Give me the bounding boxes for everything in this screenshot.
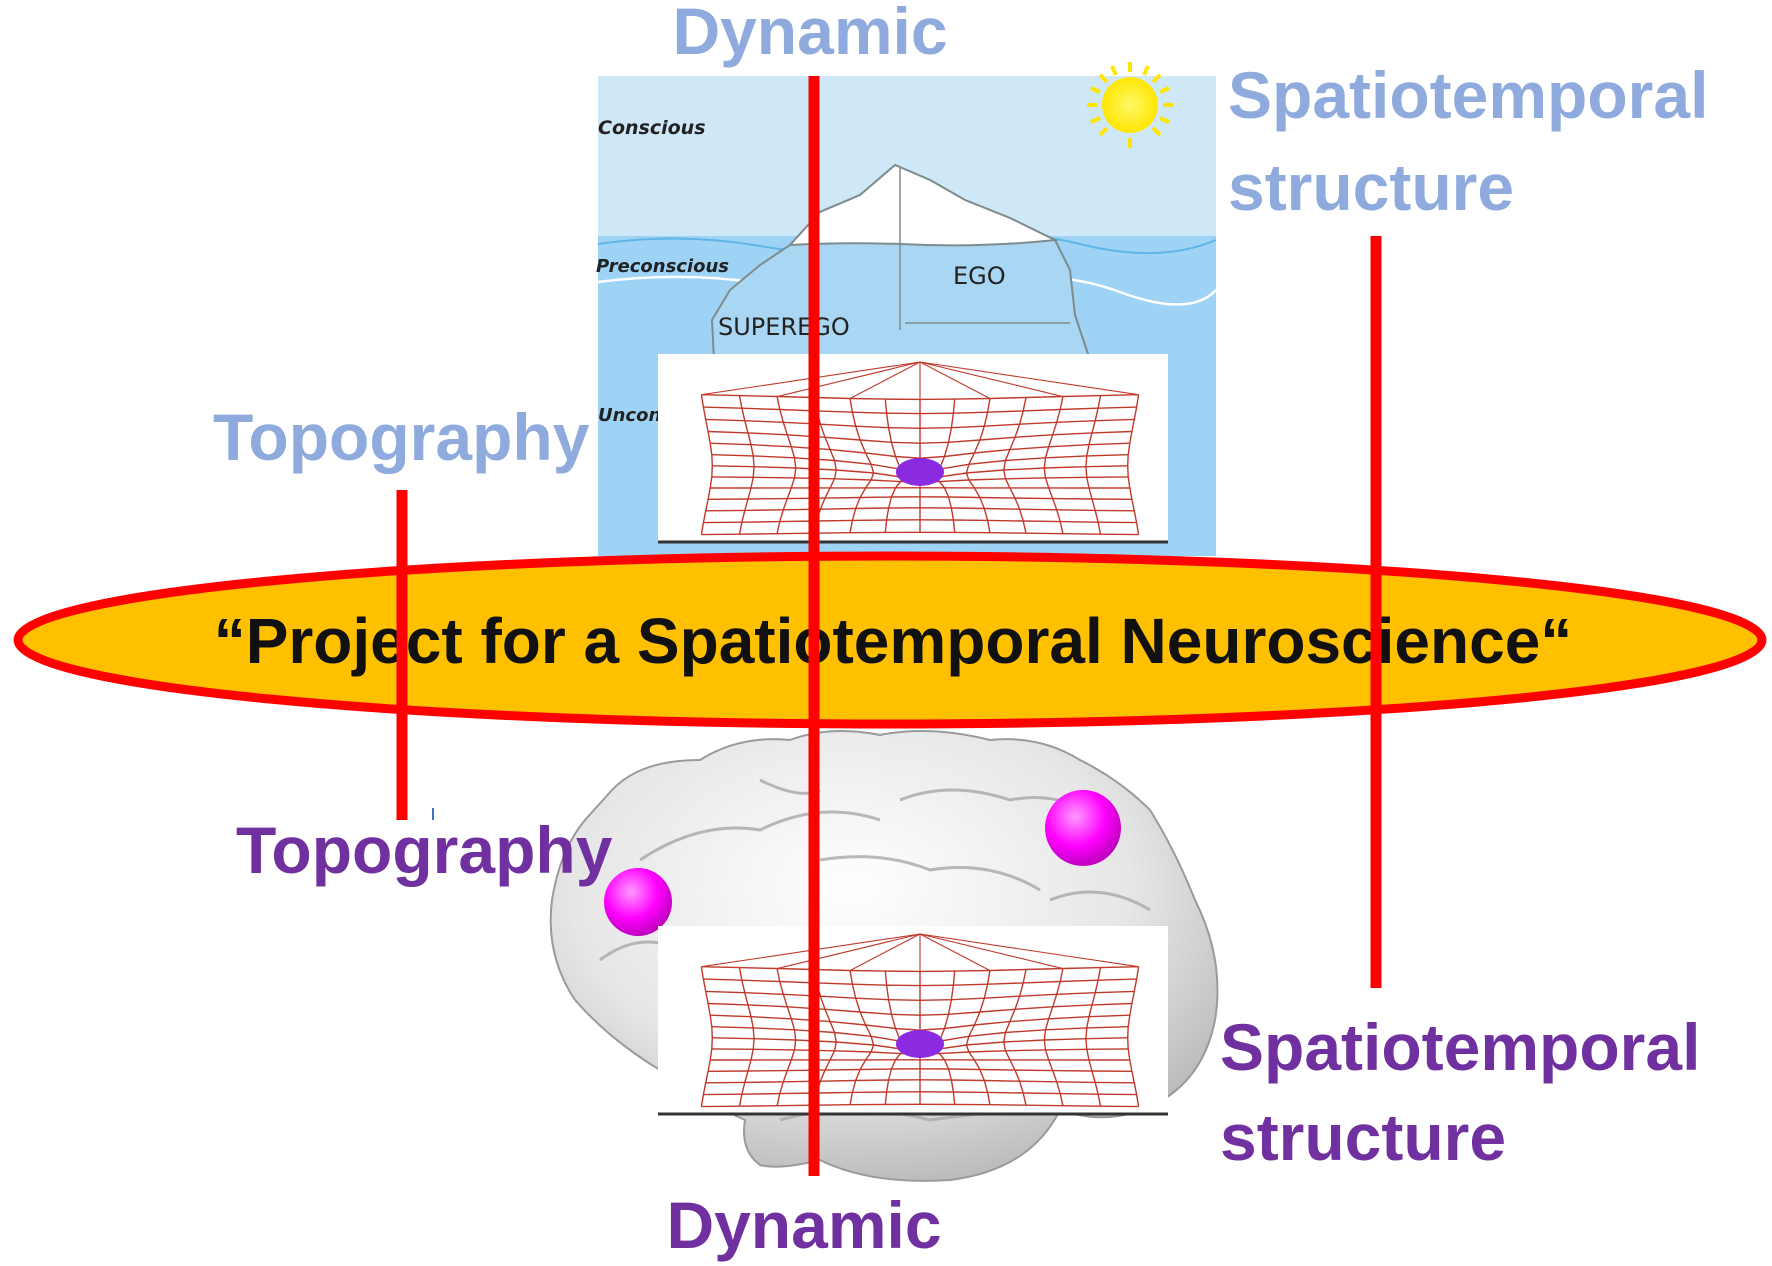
ego-label: EGO: [953, 262, 1006, 290]
bottom-topography-label: Topography: [236, 813, 613, 887]
spatiotemporal-mesh-top: [658, 354, 1168, 544]
top-spatiotemporal-label: Spatiotemporal: [1228, 58, 1708, 132]
top-dynamic-label: Dynamic: [672, 0, 947, 68]
top-structure-label: structure: [1228, 150, 1514, 224]
superego-label: SUPEREGO: [718, 313, 850, 341]
top-topography-label: Topography: [213, 400, 590, 474]
axis-lines: [396, 76, 1382, 1176]
sun-icon: [1087, 62, 1173, 148]
conscious-label: Conscious: [598, 117, 706, 139]
bottom-dynamic-label: Dynamic: [666, 1188, 941, 1262]
project-title: “Project for a Spatiotemporal Neuroscien…: [214, 605, 1573, 677]
preconscious-label: Preconscious: [596, 256, 729, 277]
project-ellipse: “Project for a Spatiotemporal Neuroscien…: [13, 551, 1767, 729]
bottom-spatiotemporal-label: Spatiotemporal: [1220, 1010, 1700, 1084]
node-right: [1045, 790, 1121, 866]
spatiotemporal-mesh-bottom: [658, 926, 1168, 1116]
node-left: [604, 868, 672, 936]
unconscious-label: Uncon: [598, 405, 661, 426]
bottom-structure-label: structure: [1220, 1100, 1506, 1174]
